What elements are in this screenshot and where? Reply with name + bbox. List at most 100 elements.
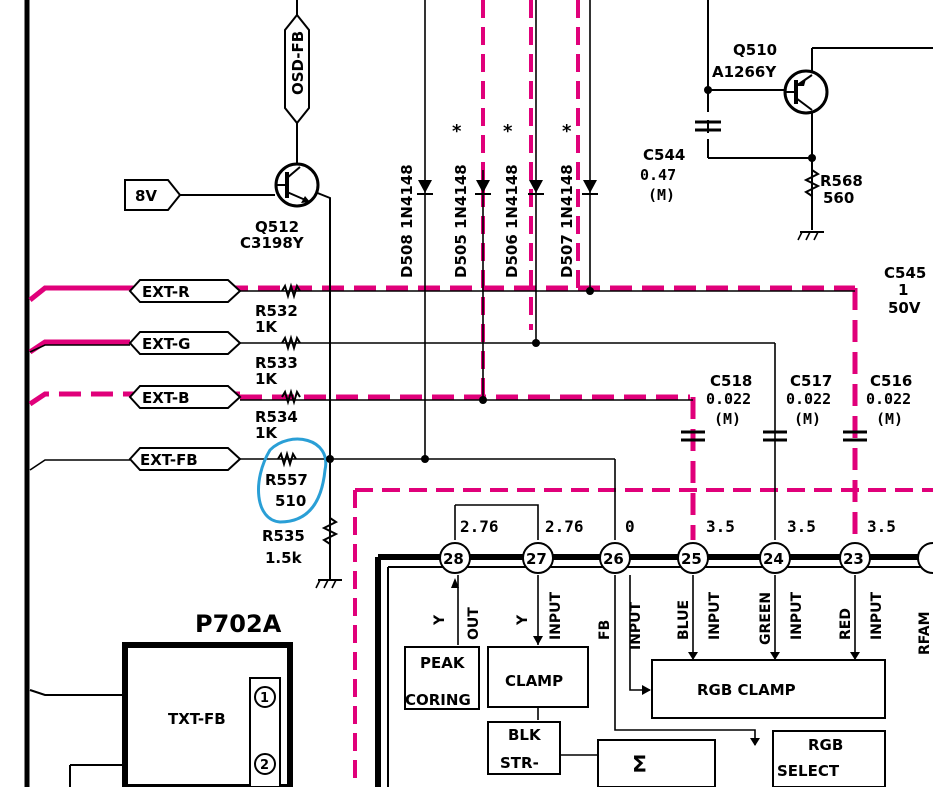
capacitor-c517: C517 0.022 (M) bbox=[763, 372, 832, 442]
r568-name: R568 bbox=[820, 172, 863, 190]
d505-star: * bbox=[452, 121, 462, 142]
pin-24: 24 bbox=[763, 550, 784, 568]
diode-d506: D506 1N4148 * bbox=[503, 121, 544, 278]
r557-value: 510 bbox=[275, 492, 306, 510]
r533-value: 1K bbox=[255, 370, 278, 388]
transistor-q510: Q510 A1266Y bbox=[712, 41, 829, 115]
p702a-name: P702A bbox=[195, 610, 282, 638]
diode-d508: D508 1N4148 bbox=[398, 164, 433, 278]
block-sigma: Σ bbox=[597, 739, 716, 787]
resistor-r568: R568 560 bbox=[797, 169, 863, 241]
p25-label-b: INPUT bbox=[707, 591, 723, 640]
clamp-label: CLAMP bbox=[505, 672, 563, 690]
connector-ext-b: EXT-B bbox=[128, 385, 242, 409]
c518-value: 0.022 bbox=[706, 390, 751, 408]
transistor-q512: Q512 C3198Y bbox=[240, 162, 320, 252]
d505-label: D505 1N4148 bbox=[452, 164, 470, 278]
q512-name: Q512 bbox=[255, 218, 299, 236]
c517-name: C517 bbox=[790, 372, 832, 390]
c518-tol: (M) bbox=[714, 410, 741, 428]
block-peak-coring: PEAK CORING bbox=[404, 646, 480, 710]
r535-name: R535 bbox=[262, 527, 305, 545]
c544-value: 0.47 bbox=[640, 166, 676, 184]
q510-name: Q510 bbox=[733, 41, 777, 59]
p702a-pin1: 1 bbox=[260, 691, 269, 706]
p25-label-a: BLUE bbox=[676, 600, 692, 640]
osd-fb-connector: OSD-FB bbox=[284, 0, 310, 125]
c545-volt: 50V bbox=[888, 299, 921, 317]
d506-label: D506 1N4148 bbox=[503, 164, 521, 278]
q512-part: C3198Y bbox=[240, 234, 305, 252]
p26-label-b: INPUT bbox=[628, 601, 644, 650]
c517-tol: (M) bbox=[794, 410, 821, 428]
pin-26: 26 bbox=[603, 550, 624, 568]
c516-name: C516 bbox=[870, 372, 912, 390]
r534-value: 1K bbox=[255, 424, 278, 442]
r534-name: R534 bbox=[255, 408, 298, 426]
c545-name: C545 bbox=[884, 264, 926, 282]
p27-label-b: INPUT bbox=[548, 591, 564, 640]
r557-name: R557 bbox=[265, 471, 308, 489]
highlight-traces bbox=[28, 0, 933, 787]
voltage-pin25: 3.5 bbox=[706, 517, 735, 536]
resistor-r532: R532 1K bbox=[255, 282, 301, 336]
annotation-circle bbox=[257, 437, 328, 524]
rgb-clamp-label: RGB CLAMP bbox=[697, 681, 796, 699]
d506-star: * bbox=[503, 121, 513, 142]
rgb-label: RGB bbox=[808, 736, 843, 754]
pin-25: 25 bbox=[681, 550, 702, 568]
str-label: STR- bbox=[500, 754, 539, 772]
p28-label-b: OUT bbox=[466, 607, 482, 640]
ic-pins: 28 27 26 25 24 23 bbox=[439, 542, 933, 574]
block-rgb-clamp: RGB CLAMP bbox=[651, 659, 886, 719]
r535-value: 1.5k bbox=[265, 549, 303, 567]
q510-part: A1266Y bbox=[712, 63, 777, 81]
d507-label: D507 1N4148 bbox=[558, 164, 576, 278]
connector-ext-fb: EXT-FB bbox=[128, 447, 242, 471]
sigma-label: Σ bbox=[632, 753, 647, 778]
resistor-r535: R535 1.5k bbox=[262, 517, 342, 589]
pin-23: 23 bbox=[843, 550, 864, 568]
p28-label-a: Y bbox=[432, 614, 448, 626]
block-clamp: CLAMP bbox=[487, 646, 589, 708]
resistor-r534: R534 1K bbox=[255, 388, 301, 442]
c545-value: 1 bbox=[898, 281, 908, 299]
c516-value: 0.022 bbox=[866, 390, 911, 408]
voltage-pin28: 2.76 bbox=[460, 517, 499, 536]
ext-b-label: EXT-B bbox=[142, 389, 190, 407]
r532-value: 1K bbox=[255, 318, 278, 336]
c544-name: C544 bbox=[643, 146, 685, 164]
voltage-pin23: 3.5 bbox=[867, 517, 896, 536]
ext-g-label: EXT-G bbox=[142, 335, 190, 353]
connector-8v: 8V bbox=[124, 179, 182, 211]
c518-name: C518 bbox=[710, 372, 752, 390]
p702a-pin2: 2 bbox=[260, 758, 269, 773]
p26-label-a: FB bbox=[597, 620, 613, 640]
ground-symbol-r535 bbox=[315, 579, 342, 589]
block-blk-str: BLK STR- bbox=[487, 721, 561, 775]
c516-tol: (M) bbox=[876, 410, 903, 428]
capacitor-c516: C516 0.022 (M) bbox=[843, 372, 912, 442]
ground-symbol-r568 bbox=[797, 231, 824, 241]
r532-name: R532 bbox=[255, 302, 298, 320]
r568-value: 560 bbox=[823, 189, 854, 207]
resistor-r557: R557 510 bbox=[257, 437, 328, 524]
pin-27: 27 bbox=[526, 550, 547, 568]
d507-star: * bbox=[562, 121, 572, 142]
capacitor-c518: C518 0.022 (M) bbox=[681, 372, 752, 442]
ext-r-label: EXT-R bbox=[142, 283, 190, 301]
peak-label: PEAK bbox=[420, 654, 466, 672]
ic-pin-labels: Y OUT Y INPUT FB INPUT BLUE INPUT GREEN … bbox=[432, 591, 933, 655]
p24-label-b: INPUT bbox=[789, 591, 805, 640]
resistor-r533: R533 1K bbox=[255, 334, 301, 388]
p23-label-a: RED bbox=[838, 608, 854, 640]
connector-p702a: P702A TXT-FB 1 2 bbox=[122, 610, 293, 787]
voltage-pin26: 0 bbox=[625, 517, 635, 536]
block-rgb-select: RGB SELECT bbox=[772, 730, 886, 787]
capacitor-c544: C544 0.47 (M) bbox=[640, 112, 721, 204]
osd-fb-label: OSD-FB bbox=[289, 31, 307, 95]
c517-value: 0.022 bbox=[786, 390, 831, 408]
diode-d507: D507 1N4148 * bbox=[558, 121, 598, 278]
coring-label: CORING bbox=[405, 691, 471, 709]
